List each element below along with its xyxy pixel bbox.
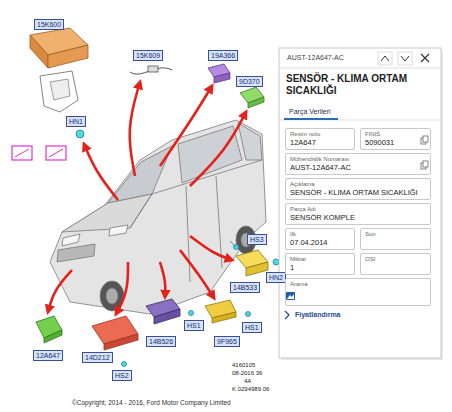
pointer-arrow	[190, 236, 232, 260]
callout-number: HS2	[112, 370, 132, 381]
data-field: İlk07.04.2014	[285, 228, 355, 250]
data-field: Son	[360, 228, 431, 250]
pointer-arrow	[84, 144, 118, 200]
drawing-reference: 08-2016 36	[232, 370, 262, 376]
callout-number: 14D212	[82, 352, 113, 363]
pointer-arrows	[48, 82, 246, 314]
pointer-arrow	[116, 262, 128, 314]
data-field: Arama	[285, 278, 431, 306]
pointer-arrow	[160, 86, 212, 166]
pointer-arrow	[190, 112, 246, 186]
callout-number: 15K609	[133, 50, 163, 61]
field-value: SENSÖR - KLIMA ORTAM SICAKLIĞI	[290, 188, 426, 197]
field-value: 12A647	[290, 138, 350, 147]
data-field: FINIS5090031	[360, 128, 431, 150]
panel-chrome	[279, 48, 443, 360]
field-label: İlk	[290, 230, 350, 238]
field-label: Son	[365, 230, 426, 238]
callout-number: HS3	[247, 234, 267, 245]
panel-title: SENSÖR - KLIMA ORTAM SICAKLIĞI	[286, 73, 434, 96]
section-link: Fiyatlandırma	[295, 311, 341, 319]
pointer-arrow	[180, 250, 214, 298]
field-value: 1	[290, 263, 350, 272]
callout-number: 9D370	[236, 76, 263, 87]
part-code-header: AUST-12A647-AC	[287, 54, 344, 62]
field-value: 5090031	[365, 138, 426, 147]
callout-number: HS1	[242, 322, 262, 333]
data-field: AçıklamaSENSÖR - KLIMA ORTAM SICAKLIĞI	[285, 178, 431, 200]
callout-number: HS1	[184, 320, 204, 331]
callout-number: 14B526	[146, 336, 176, 347]
detail-panel: AUST-12A647-AC SENSÖR - KLIMA ORTAM SICAK…	[279, 48, 441, 358]
field-value: AUST-12A647-AC	[290, 163, 426, 172]
field-label: Arama	[290, 280, 426, 288]
field-label: Parça Adı	[290, 205, 426, 213]
data-field: Mühendislik NumarasıAUST-12A647-AC	[285, 153, 431, 175]
pointer-arrow	[130, 82, 140, 176]
pointer-arrow	[160, 262, 165, 297]
field-label: Açıklama	[290, 180, 426, 188]
data-field: OSI	[360, 253, 431, 275]
drawing-reference: 4160105	[232, 362, 255, 368]
field-label: Mühendislik Numarası	[290, 155, 426, 163]
field-label: OSI	[365, 255, 426, 263]
field-label: Miktar	[290, 255, 350, 263]
data-field: Resim notu12A647	[285, 128, 355, 150]
callout-number: 15K600	[34, 19, 64, 30]
data-field: Miktar1	[285, 253, 355, 275]
tab-label: Parça Verileri	[289, 108, 331, 116]
field-label: Resim notu	[290, 130, 350, 138]
van-illustration	[50, 120, 266, 314]
field-label: FINIS	[365, 130, 426, 138]
callout-number: HN2	[266, 272, 286, 283]
callout-number: 12A647	[33, 350, 63, 361]
copyright-note: ©Copyright, 2014 - 2016, Ford Motor Comp…	[72, 400, 231, 407]
drawing-reference: 4A	[244, 378, 251, 384]
callout-number: 9F965	[214, 336, 240, 347]
callout-number: 14B533	[230, 282, 260, 293]
drawing-reference: K 0294989 06	[232, 386, 269, 392]
field-value: 07.04.2014	[290, 238, 350, 247]
field-value: SENSÖR KOMPLE	[290, 213, 426, 222]
data-field: Parça AdıSENSÖR KOMPLE	[285, 203, 431, 225]
callout-number: 19A366	[208, 50, 238, 61]
pointer-arrow	[48, 270, 72, 312]
part-drawings	[12, 28, 279, 367]
callout-number: HN1	[66, 116, 86, 127]
